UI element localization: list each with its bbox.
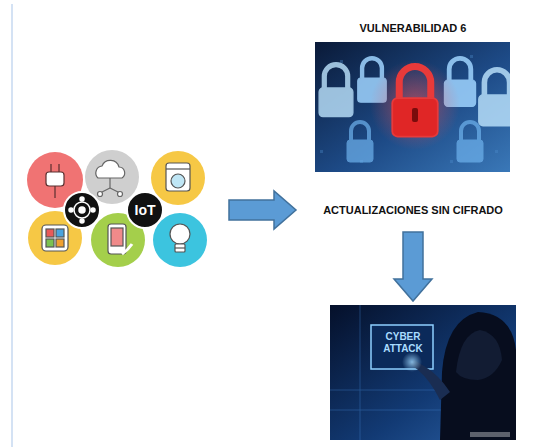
locks-picture-part (479, 70, 510, 126)
iot-icons-part (166, 163, 190, 191)
vulnerability-caption: ACTUALIZACIONES SIN CIFRADO (300, 202, 526, 218)
iot-icons-part-part (91, 208, 95, 212)
locks-picture-part (412, 108, 418, 122)
iot-icons-part (64, 192, 100, 228)
locks-picture-part-part (320, 150, 323, 153)
locks-picture-part-part (495, 150, 498, 153)
iot-icons-part-part (42, 225, 68, 251)
iot-icons-part-part (54, 186, 55, 198)
screen-text: CYBER ATTACK (375, 331, 431, 355)
cyber-attack-picture-part (440, 312, 516, 440)
locks-picture-part-part (450, 160, 453, 163)
cluster-label: IoT (128, 202, 162, 218)
vulnerability-heading: VULNERABILIDAD 6 (300, 18, 526, 38)
cyber-attack-picture-part (330, 305, 516, 440)
iot-icons-part-part (118, 192, 123, 197)
iot-icons-part-part (109, 178, 110, 188)
iot-icons-part-part (96, 160, 125, 178)
iot-icons-part-part (122, 244, 132, 254)
block-arrow (229, 191, 296, 229)
locks-picture-part (457, 122, 483, 162)
iot-icons-part (96, 160, 125, 196)
iot-icons-part-part (46, 239, 54, 247)
iot-icons-part-part (58, 164, 59, 172)
iot-icons-part-part (175, 244, 185, 252)
iot-icons-part (127, 192, 163, 228)
iot-icons-part (46, 164, 64, 198)
locks-picture-part (392, 67, 438, 137)
block-arrow (394, 232, 432, 301)
cyber-attack-picture-part (456, 330, 502, 380)
cyber-attack-picture-part (330, 305, 516, 440)
cyber-attack-picture-part-part (360, 305, 361, 440)
iot-icons-part (153, 213, 207, 267)
iot-icons-part-part (175, 247, 185, 248)
iot-icons-part (69, 197, 95, 223)
iot-icons-part-part (46, 172, 64, 186)
iot-icons-part (42, 225, 68, 251)
iot-icons-part-part (166, 168, 190, 169)
iot-icons-part (108, 224, 132, 254)
iot-icons-part (151, 151, 205, 205)
locks-picture (315, 42, 510, 172)
iot-device-cluster: IoT (25, 148, 215, 272)
locks-picture-part-part (340, 60, 343, 63)
iot-icons-part-part (69, 208, 73, 212)
iot-icons-part-part (111, 228, 123, 246)
iot-icons-part-part (50, 164, 51, 172)
iot-icons-part-part (80, 197, 84, 201)
iot-icons-part-part (56, 229, 64, 237)
iot-icons (27, 150, 207, 267)
iot-icons-part (170, 224, 190, 252)
locks-picture-part (319, 65, 353, 117)
iot-icons-part-part (74, 202, 90, 218)
cyber-attack-picture-part (371, 325, 433, 369)
iot-icons-part-part (46, 229, 54, 237)
iot-icons-part-part (170, 224, 190, 244)
margin-line (11, 4, 13, 447)
locks-picture-part (320, 55, 498, 163)
iot-icons-part-part (79, 207, 85, 213)
locks-picture-part-part (470, 55, 473, 58)
cyber-attack-picture (330, 305, 516, 440)
cyber-attack-picture-part (402, 352, 422, 372)
cyber-attack-image: CYBER ATTACK (330, 305, 516, 440)
iot-icons-part-part (171, 174, 185, 188)
vulnerability-panel: VULNERABILIDAD 6 ACTUALIZACIONES SIN CIFR… (300, 18, 526, 218)
cyber-attack-picture-part (470, 432, 510, 437)
locks-picture-part (370, 60, 460, 150)
iot-icons-part-part (166, 163, 190, 191)
iot-icons-part-part (98, 192, 103, 197)
iot-icons-part-part (56, 239, 64, 247)
locks-picture-part (347, 122, 373, 162)
iot-icons-part-part (80, 219, 84, 223)
iot-icons-part-part (108, 224, 126, 254)
